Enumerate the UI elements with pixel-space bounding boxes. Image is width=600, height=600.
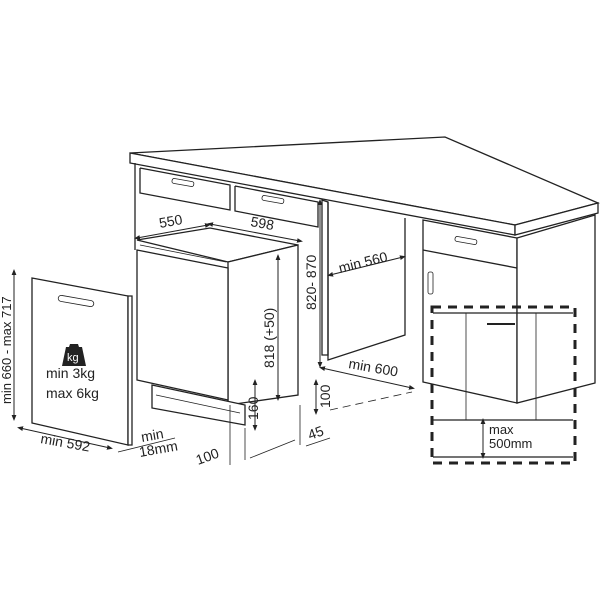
weight-min: min 3kg [46,365,95,381]
dim-depth: 550 [158,211,184,231]
plinth-detail: max 500mm [430,305,577,465]
right-cabinet [422,214,596,404]
dim-panel-thickness-value: 18mm [138,437,179,460]
detail-max-value: 500mm [489,436,532,451]
door-handle [427,271,434,295]
drawer-handle [454,236,478,245]
side-panel [321,199,406,361]
dim-door-offset: 100 [194,445,222,468]
dim-niche-height: 820- 870 [303,255,319,310]
weight-max: max 6kg [46,385,99,401]
kg-weight-icon: kg [62,344,86,366]
dim-plinth-depth: 45 [306,422,326,442]
countertop [129,136,600,236]
dim-panel-thickness-min: min [140,425,165,445]
dim-plinth-height: 160 [245,396,261,420]
dim-appliance-height: 818 (+50) [261,308,277,368]
dim-niche-width: min 560 [337,248,389,276]
drawer-handle [171,178,195,187]
detail-max-label: max [489,422,514,437]
dim-width: 598 [249,213,275,233]
door-panel-handle [57,294,95,308]
dim-panel-height: min 660 - max 717 [0,296,14,404]
dim-niche-depth: min 600 [347,355,399,379]
kg-icon-label: kg [67,352,79,364]
dim-plinth-gap: 100 [317,384,333,408]
drawer-handle [261,195,285,204]
